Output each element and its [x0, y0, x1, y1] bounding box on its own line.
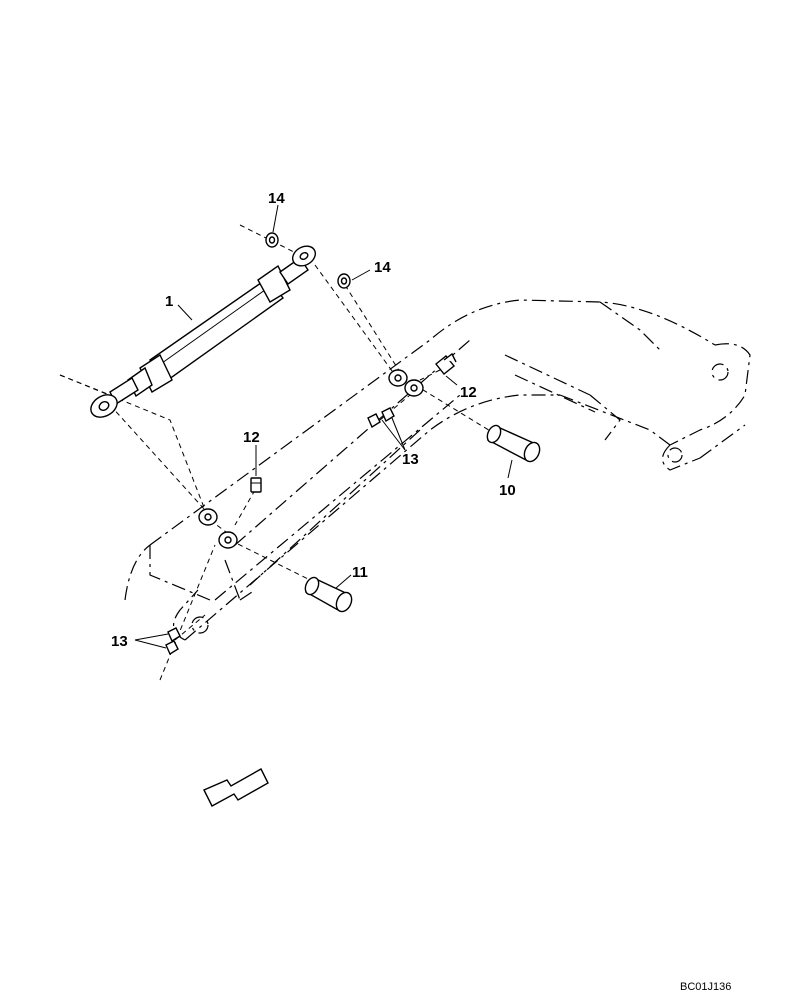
- assembly-leader-lines: [59, 224, 506, 681]
- callout-washer-right: 14: [374, 259, 391, 276]
- callout-nut-lower: 13: [111, 633, 128, 650]
- callout-pin-lower: 11: [352, 564, 368, 581]
- nuts-upper[interactable]: [367, 407, 395, 429]
- callout-pin-upper: 10: [499, 482, 516, 499]
- front-direction-arrow: [203, 768, 269, 807]
- washer-left[interactable]: [265, 232, 279, 248]
- hydraulic-cylinder[interactable]: [87, 242, 319, 421]
- callout-bolt-lower: 12: [243, 429, 260, 446]
- drawing-reference: BC01J136: [680, 981, 731, 993]
- callout-cylinder: 1: [165, 293, 173, 310]
- callout-nut-upper: 13: [402, 451, 419, 468]
- nuts-lower[interactable]: [165, 627, 181, 656]
- upper-bracket-bosses: [388, 369, 424, 397]
- pin-lower[interactable]: [303, 575, 355, 614]
- washer-right[interactable]: [337, 273, 351, 289]
- lower-bracket-bosses: [198, 508, 238, 549]
- callout-bolt-upper: 12: [460, 384, 477, 401]
- bolt-upper[interactable]: [435, 352, 457, 375]
- callout-leaders: [134, 204, 513, 649]
- boom-ghost-outline: [124, 299, 751, 641]
- bolt-lower[interactable]: [250, 477, 262, 493]
- pin-upper[interactable]: [485, 423, 543, 464]
- callout-washer-left: 14: [268, 190, 285, 207]
